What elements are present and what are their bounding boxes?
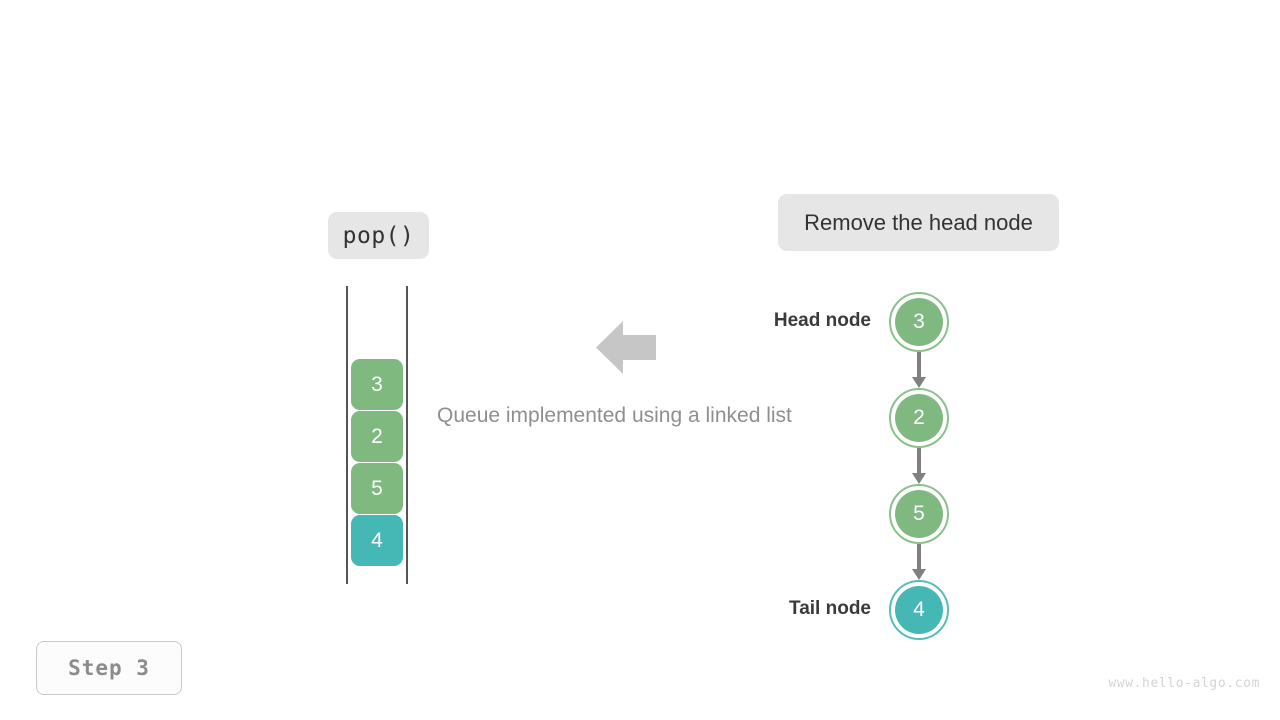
node-connector-arrow-icon bbox=[912, 448, 926, 484]
queue-cell: 4 bbox=[351, 515, 403, 566]
queue-cell: 5 bbox=[351, 463, 403, 514]
linked-list-container: 3 2 5 4 bbox=[889, 292, 949, 640]
diagram-caption: Queue implemented using a linked list bbox=[437, 404, 792, 427]
tail-node-label: Tail node bbox=[789, 598, 871, 619]
node-connector-arrow-icon bbox=[912, 544, 926, 580]
list-node-value: 2 bbox=[895, 394, 943, 442]
list-node: 5 bbox=[889, 484, 949, 544]
queue-wall-left bbox=[346, 286, 348, 584]
queue-cell: 3 bbox=[351, 359, 403, 410]
list-node-value: 5 bbox=[895, 490, 943, 538]
list-node-value: 4 bbox=[895, 586, 943, 634]
list-node: 2 bbox=[889, 388, 949, 448]
list-node-value: 3 bbox=[895, 298, 943, 346]
head-node-label: Head node bbox=[773, 310, 871, 331]
step-badge: Step 3 bbox=[36, 641, 182, 695]
direction-arrow-left-icon bbox=[596, 321, 656, 374]
list-node: 3 bbox=[889, 292, 949, 352]
pop-method-label: pop() bbox=[328, 212, 429, 259]
operation-description-label: Remove the head node bbox=[778, 194, 1059, 251]
node-connector-arrow-icon bbox=[912, 352, 926, 388]
queue-wall-right bbox=[406, 286, 408, 584]
watermark: www.hello-algo.com bbox=[1108, 676, 1260, 691]
list-node: 4 bbox=[889, 580, 949, 640]
queue-cell: 2 bbox=[351, 411, 403, 462]
